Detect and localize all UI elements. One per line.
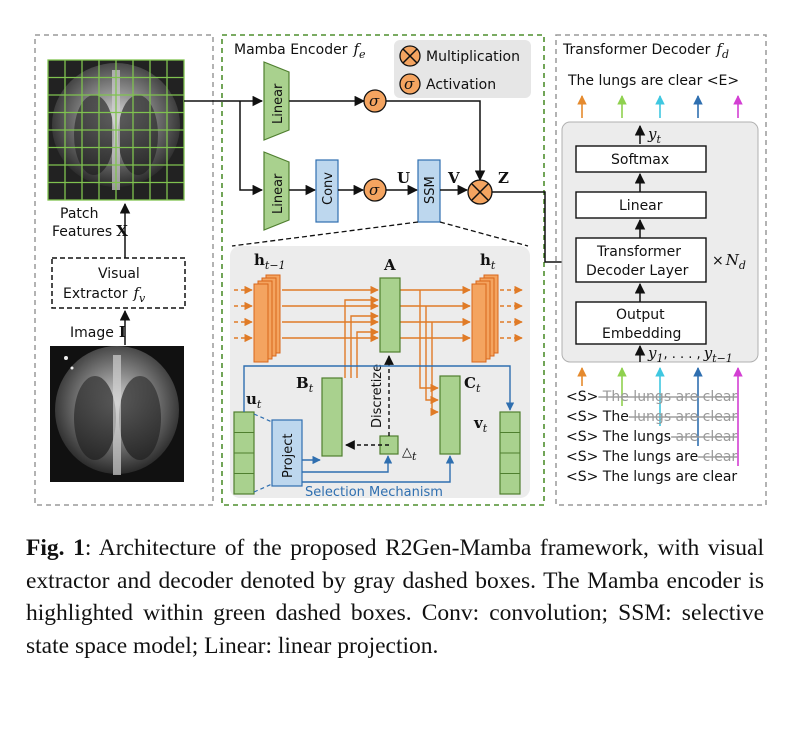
- label-C: Ct: [464, 374, 481, 395]
- sigma-upper-icon: σ: [363, 89, 387, 113]
- chest-xray-image: [50, 346, 184, 482]
- linear-upper: Linear: [263, 61, 290, 141]
- hidden-state-curr: [471, 274, 499, 363]
- hidden-state-prev: [253, 274, 281, 363]
- z-to-decoder-arrow: [492, 191, 576, 268]
- caption-text: : Architecture of the proposed R2Gen-Mam…: [26, 535, 764, 659]
- figure-caption: Fig. 1: Architecture of the proposed R2G…: [26, 532, 764, 662]
- mult-icon: [467, 179, 493, 205]
- selection-mechanism-label: Selection Mechanism: [305, 485, 443, 500]
- softmax-box: [575, 145, 707, 173]
- input-token-rows: <S> The lungs are clear <S> The lungs are…: [566, 389, 737, 485]
- label-B: Bt: [296, 374, 314, 395]
- patch-label-line1: Patch: [60, 206, 98, 222]
- svg-text:Linear: Linear: [271, 83, 286, 124]
- label-yt: yt: [647, 125, 661, 146]
- label-inputs: y1, . . . ,yt−1: [647, 344, 733, 365]
- sigma-lower-icon: σ: [363, 178, 387, 202]
- extractor-label-line1: Visual: [98, 266, 140, 282]
- legend-activation: Activation: [426, 77, 496, 93]
- embed-line2: Embedding: [602, 326, 681, 342]
- u-to-project-dashes: [253, 413, 273, 493]
- label-delta: △t: [402, 445, 417, 463]
- token-row: <S> The lungs are clear: [566, 449, 737, 465]
- label-V: V: [447, 169, 460, 187]
- svg-text:σ: σ: [369, 181, 380, 199]
- label-h-prev: ht−1: [254, 251, 286, 272]
- decoder-layer-box: [575, 237, 707, 283]
- label-Z: Z: [498, 169, 509, 187]
- svg-text:Project: Project: [281, 434, 296, 478]
- state-flow-arrows: [234, 285, 523, 417]
- linear-lower: Linear: [263, 151, 290, 231]
- label-U: U: [397, 169, 410, 187]
- svg-text:σ: σ: [369, 92, 380, 110]
- patch-to-lower-linear-arrow: [239, 101, 264, 196]
- output-sentence: The lungs are clear <E>: [567, 73, 739, 89]
- token-row: <S> The lungs are clear: [566, 409, 737, 425]
- label-A: A: [383, 256, 396, 274]
- selection-flow-arrows: [243, 365, 515, 483]
- decoder-linear-label: Linear: [619, 198, 663, 214]
- label-h-curr: ht: [480, 251, 496, 272]
- output-token-arrows: [577, 95, 743, 118]
- input-token-arrows: [577, 367, 743, 466]
- svg-text:Conv: Conv: [321, 172, 336, 205]
- output-embedding-box: [575, 301, 707, 345]
- ssm-block: SSM: [417, 159, 441, 223]
- matrix-A: [379, 277, 401, 353]
- sigma-upper-to-mult: [386, 100, 486, 182]
- project-block: Project: [271, 419, 303, 487]
- discretize-label: Discretize: [370, 364, 385, 428]
- matrix-B: [321, 377, 343, 457]
- legend-box: [394, 40, 531, 98]
- conv-block: Conv: [315, 159, 339, 223]
- label-u: ut: [246, 390, 262, 411]
- matrix-C: [439, 375, 461, 455]
- zoom-line-right: [439, 221, 529, 247]
- decoder-layer-line1: Transformer: [596, 244, 681, 260]
- transformer-decoder-panel: [555, 34, 767, 506]
- legend-multiplication: Multiplication: [426, 49, 520, 65]
- label-nd: ×Nd: [712, 251, 746, 272]
- multiplication-icon: [399, 45, 421, 67]
- decoder-linear-box: [575, 191, 707, 219]
- label-v: vt: [473, 414, 488, 435]
- patch-image: [47, 59, 185, 201]
- caption-label: Fig. 1: [26, 535, 85, 561]
- svg-text:SSM: SSM: [423, 176, 438, 204]
- decoder-layer-line2: Decoder Layer: [586, 263, 689, 279]
- token-row: <S> The lungs are clear: [566, 389, 737, 405]
- visual-extractor-box: [51, 257, 186, 309]
- svg-text:Linear: Linear: [271, 173, 286, 214]
- discretize-arrows: [345, 355, 394, 450]
- embed-line1: Output: [616, 307, 665, 323]
- token-row: <S> The lungs are clear: [566, 429, 737, 445]
- activation-icon: σ: [399, 73, 421, 95]
- input-vector-u: [233, 411, 255, 495]
- token-row: <S> The lungs are clear: [566, 469, 737, 485]
- svg-text:σ: σ: [404, 75, 415, 93]
- output-vector-v: [499, 411, 521, 495]
- softmax-label: Softmax: [611, 152, 669, 168]
- zoom-line-left: [231, 221, 419, 247]
